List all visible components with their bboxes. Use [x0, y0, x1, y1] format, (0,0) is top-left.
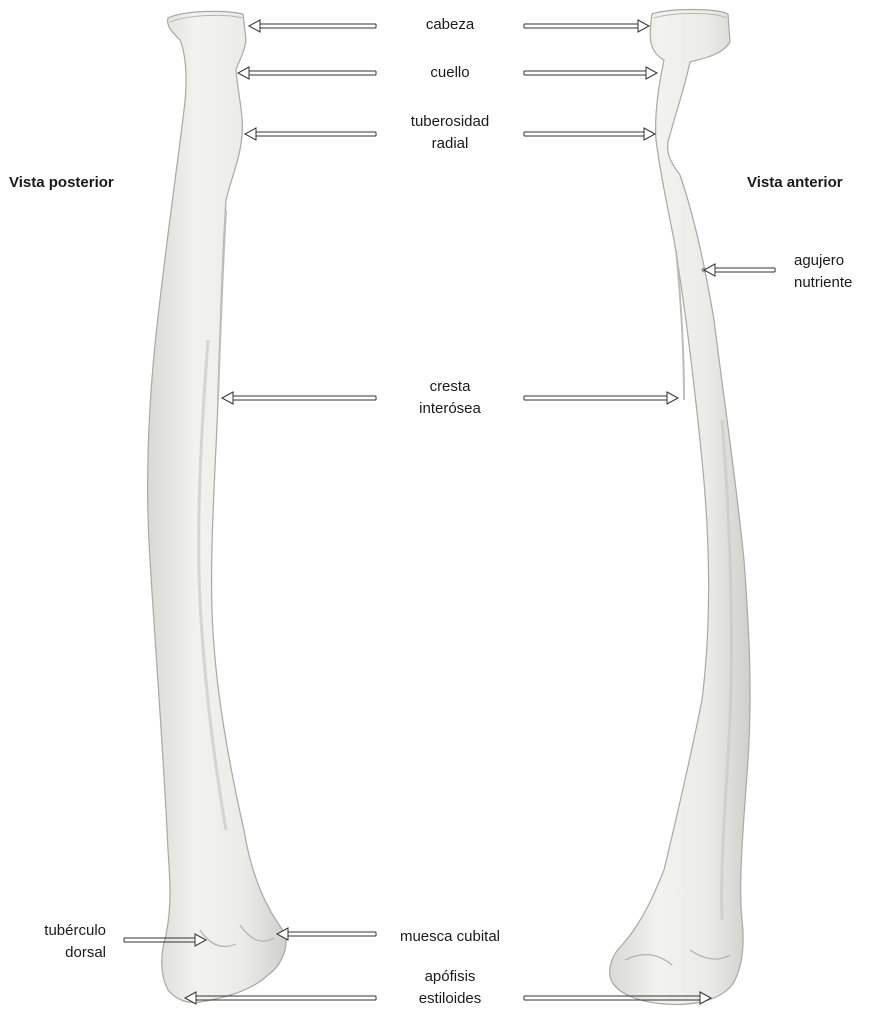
- arrow-cabeza-right: [524, 20, 649, 32]
- view-title-posterior: Vista posterior: [9, 174, 114, 191]
- label-agujero-nutriente: agujero nutriente: [794, 250, 870, 294]
- label-tuberculo-dorsal: tubérculo dorsal: [14, 920, 106, 964]
- label-agujero-line1: agujero: [794, 250, 870, 272]
- label-cuello-text: cuello: [430, 64, 469, 81]
- label-apofisis-estiloides: apófisis estiloides: [380, 966, 520, 1010]
- radius-posterior-view: [148, 11, 286, 1002]
- label-muesca-cubital: muesca cubital: [380, 926, 520, 948]
- label-cabeza: cabeza: [390, 14, 510, 36]
- arrow-tuberosidad-left: [245, 128, 376, 140]
- radius-posterior-shape: [148, 11, 286, 1002]
- label-agujero-line2: nutriente: [794, 272, 870, 294]
- label-cresta-line1: cresta: [380, 376, 520, 398]
- arrow-cresta-left: [222, 392, 376, 404]
- label-cresta-interosea: cresta interósea: [380, 376, 520, 420]
- view-title-anterior: Vista anterior: [747, 174, 843, 191]
- arrow-cabeza-left: [249, 20, 376, 32]
- label-tuberosidad-line1: tuberosidad: [380, 111, 520, 133]
- label-cuello: cuello: [390, 62, 510, 84]
- label-tuberculo-line1: tubérculo: [14, 920, 106, 942]
- label-tuberosidad-line2: radial: [380, 133, 520, 155]
- arrow-agujero: [704, 264, 775, 276]
- label-cresta-line2: interósea: [380, 398, 520, 420]
- arrow-cuello-right: [524, 67, 657, 79]
- label-muesca-text: muesca cubital: [400, 928, 500, 945]
- radius-anterior-view: [610, 10, 750, 1005]
- label-tuberculo-line2: dorsal: [14, 942, 106, 964]
- arrow-cuello-left: [238, 67, 376, 79]
- label-apofisis-line1: apófisis: [380, 966, 520, 988]
- arrow-cresta-right: [524, 392, 678, 404]
- label-cabeza-text: cabeza: [426, 16, 474, 33]
- arrow-tuberosidad-right: [524, 128, 655, 140]
- label-tuberosidad-radial: tuberosidad radial: [380, 111, 520, 155]
- label-apofisis-line2: estiloides: [380, 988, 520, 1010]
- arrow-muesca: [277, 928, 376, 940]
